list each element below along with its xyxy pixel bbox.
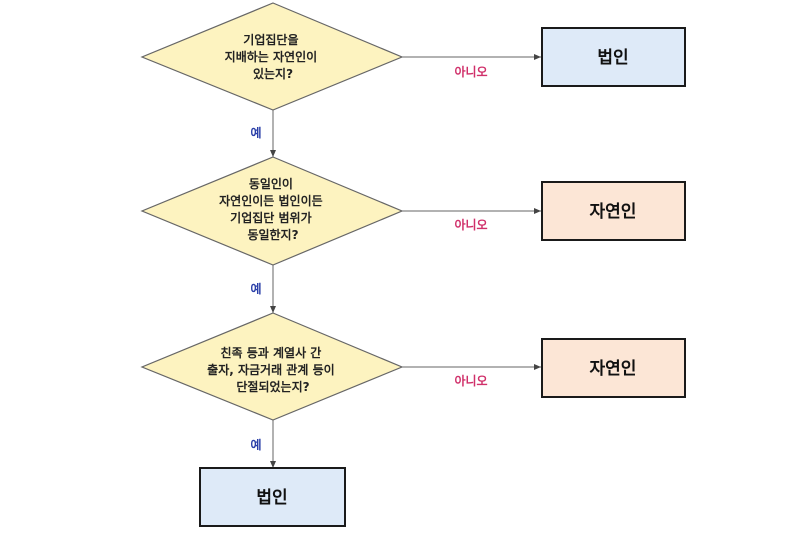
decision-2-line: 기업집단 범위가 [230,210,311,225]
svg-text:동일인이 자연인이든 법인이든 기업: 동일인이 자연인이든 법인이든 기업집단 범위가 동일한지? [219,176,327,242]
result-2-label: 자연인 [590,202,637,222]
result-box-4: 법인 [199,467,346,527]
decision-2-line: 자연인이든 법인이든 [219,193,323,208]
decision-3-line: 단절되었는지? [236,379,309,394]
decision-3: 친족 등과 계열사 간 출자, 자금거래 관계 등이 단절되었는지? [140,312,404,421]
result-box-2: 자연인 [541,181,686,241]
svg-text:친족 등과 계열사 간 출자, 자금거래 관계: 친족 등과 계열사 간 출자, 자금거래 관계 등이 단절되었는지? [207,345,339,394]
decision-2: 동일인이 자연인이든 법인이든 기업집단 범위가 동일한지? [140,156,404,266]
yes-label-1: 예 [250,125,261,140]
svg-text:기업집단을 지배하는 자연인이 있는: 기업집단을 지배하는 자연인이 있는지? [225,32,322,81]
decision-1-line: 지배하는 자연인이 [225,49,318,64]
yes-label-3: 예 [250,437,261,452]
decision-3-line: 출자, 자금거래 관계 등이 [207,362,335,377]
result-1-label: 법인 [597,48,628,68]
result-box-3: 자연인 [541,338,686,398]
yes-label-2: 예 [250,281,261,296]
no-label-3: 아니오 [454,373,487,388]
no-label-2: 아니오 [454,217,487,232]
decision-1-line: 기업집단을 [243,32,298,47]
no-label-1: 아니오 [454,64,487,79]
decision-2-line: 동일인이 [249,176,293,191]
decision-1: 기업집단을 지배하는 자연인이 있는지? [140,2,404,111]
decision-3-line: 친족 등과 계열사 간 [220,345,321,360]
result-4-label: 법인 [256,488,287,508]
result-3-label: 자연인 [590,359,637,379]
result-box-1: 법인 [541,27,686,87]
decision-2-line: 동일한지? [247,227,298,242]
decision-1-line: 있는지? [253,66,293,81]
